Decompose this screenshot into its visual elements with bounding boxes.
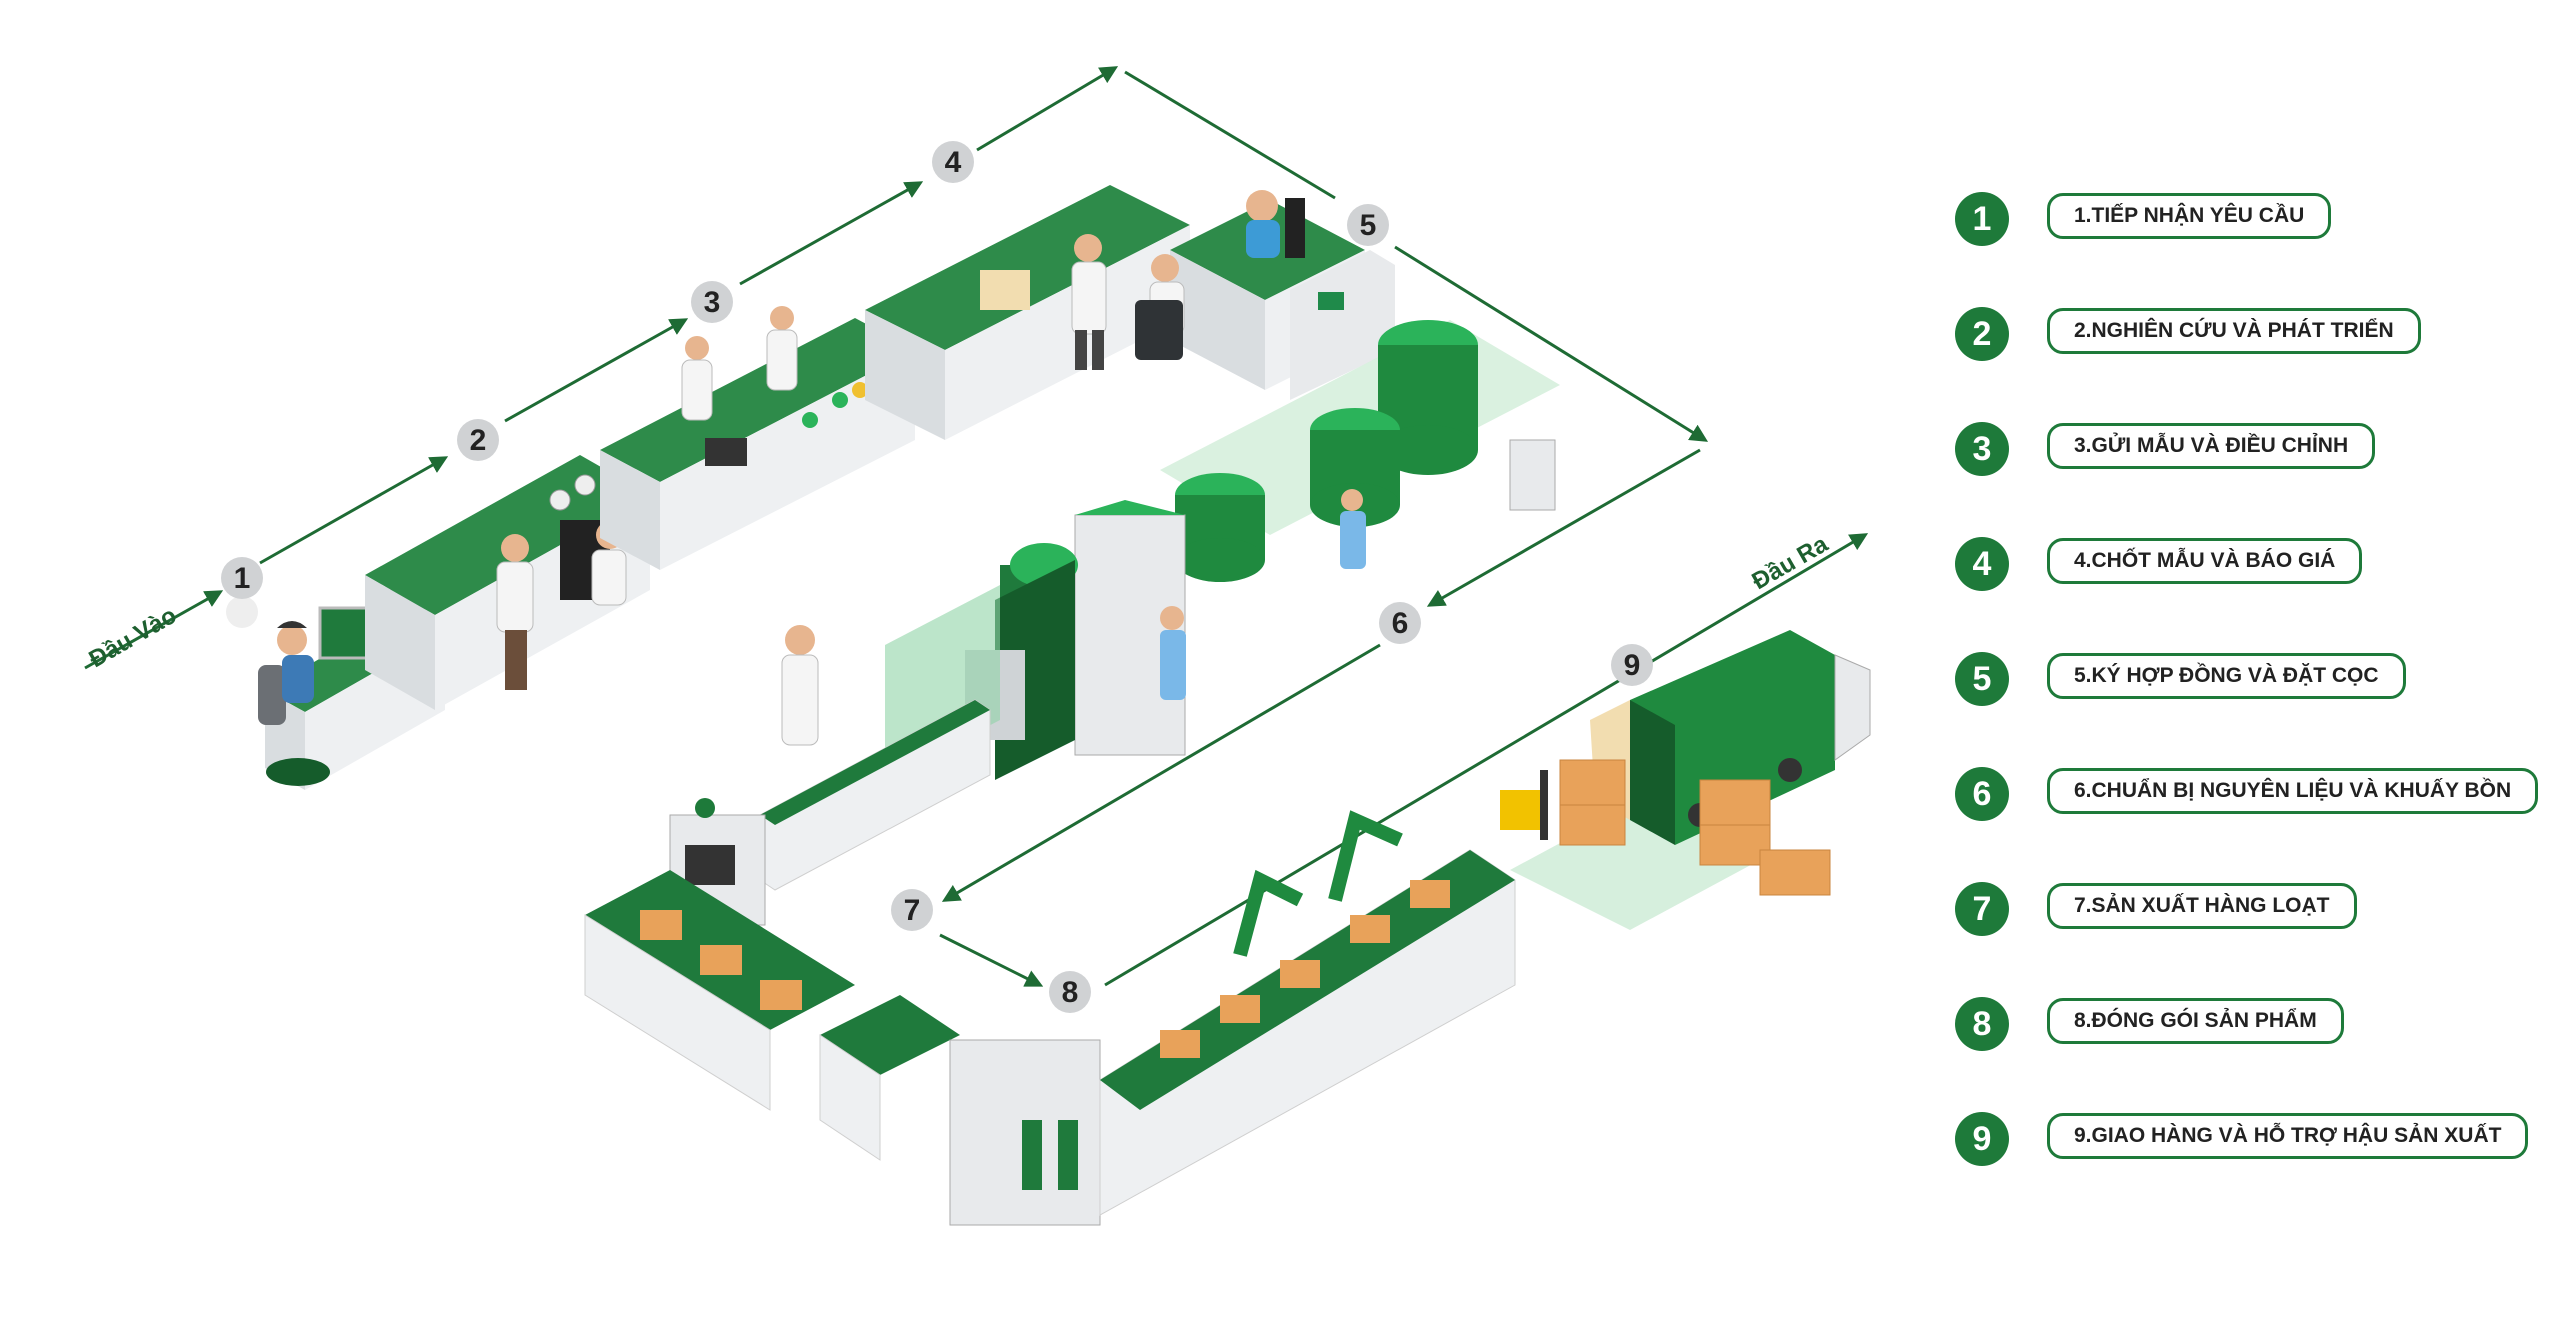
legend-number: 6: [1955, 767, 2009, 821]
stage-marker-4: [932, 141, 974, 183]
packing-conveyor-line: [584, 810, 1516, 1226]
formula-approval-bench: [865, 185, 1190, 440]
legend-label: 8.ĐÓNG GÓI SẢN PHẨM: [2047, 998, 2344, 1044]
sample-lab-bench: [600, 306, 915, 570]
legend-item-5: 5 5.KÝ HỢP ĐỒNG VÀ ĐẶT CỌC: [1955, 648, 2515, 708]
legend-number: 2: [1955, 307, 2009, 361]
legend-label: 3.GỬI MẪU VÀ ĐIỀU CHỈNH: [2047, 423, 2376, 469]
stage-markers: 1 2 3 4 5 6 7 8 9: [221, 141, 1653, 1013]
svg-text:9: 9: [1624, 649, 1641, 682]
svg-text:2: 2: [470, 424, 487, 457]
svg-text:8: 8: [1062, 976, 1079, 1009]
stage-marker-8: [1049, 971, 1091, 1013]
stage-marker-6: [1379, 602, 1421, 644]
legend-label: 2.NGHIÊN CỨU VÀ PHÁT TRIỂN: [2047, 308, 2421, 354]
legend-label: 5.KÝ HỢP ĐỒNG VÀ ĐẶT CỌC: [2047, 653, 2406, 699]
filling-machine-line: [669, 500, 1186, 926]
legend-item-9: 9 9.GIAO HÀNG VÀ HỖ TRỢ HẬU SẢN XUẤT: [1955, 1108, 2529, 1168]
legend-item-1: 1 1.TIẾP NHẬN YÊU CẦU: [1955, 188, 2515, 248]
stage-marker-5: [1347, 204, 1389, 246]
legend-number: 4: [1955, 537, 2009, 591]
legend-number: 1: [1955, 192, 2009, 246]
stage-marker-7: [891, 889, 933, 931]
flow-arrows: [84, 66, 1869, 987]
stage-marker-3: [691, 281, 733, 323]
production-process-diagram: 1 2 3 4 5 6 7 8 9 Đầu Vào Đầu Ra: [84, 66, 1871, 1226]
delivery-truck-area: [1500, 630, 1871, 930]
svg-text:1: 1: [234, 562, 251, 595]
input-label: Đầu Vào: [85, 602, 182, 673]
stage-marker-2: [457, 419, 499, 461]
legend-item-6: 6 6.CHUẨN BỊ NGUYÊN LIỆU VÀ KHUẤY BỒN: [1955, 763, 2539, 823]
legend-number: 3: [1955, 422, 2009, 476]
legend-label: 9.GIAO HÀNG VÀ HỖ TRỢ HẬU SẢN XUẤT: [2047, 1113, 2529, 1159]
svg-text:6: 6: [1392, 607, 1409, 640]
svg-text:4: 4: [945, 146, 962, 179]
legend-number: 7: [1955, 882, 2009, 936]
legend-item-8: 8 8.ĐÓNG GÓI SẢN PHẨM: [1955, 993, 2515, 1053]
legend-number: 8: [1955, 997, 2009, 1051]
legend-label: 6.CHUẨN BỊ NGUYÊN LIỆU VÀ KHUẤY BỒN: [2047, 768, 2539, 814]
stage-marker-9: [1611, 644, 1653, 686]
legend-number: 9: [1955, 1112, 2009, 1166]
legend-number: 5: [1955, 652, 2009, 706]
mixing-tank-area: [1160, 320, 1560, 582]
svg-text:7: 7: [904, 894, 921, 927]
stage-marker-1: [221, 557, 263, 599]
legend-item-3: 3 3.GỬI MẪU VÀ ĐIỀU CHỈNH: [1955, 418, 2515, 478]
legend-label: 7.SẢN XUẤT HÀNG LOẠT: [2047, 883, 2357, 929]
legend-item-2: 2 2.NGHIÊN CỨU VÀ PHÁT TRIỂN: [1955, 303, 2515, 363]
svg-text:5: 5: [1360, 209, 1377, 242]
legend-label: 1.TIẾP NHẬN YÊU CẦU: [2047, 193, 2332, 239]
legend-item-7: 7 7.SẢN XUẤT HÀNG LOẠT: [1955, 878, 2515, 938]
legend-label: 4.CHỐT MẪU VÀ BÁO GIÁ: [2047, 538, 2363, 584]
svg-text:3: 3: [704, 286, 721, 319]
legend-item-4: 4 4.CHỐT MẪU VÀ BÁO GIÁ: [1955, 533, 2515, 593]
